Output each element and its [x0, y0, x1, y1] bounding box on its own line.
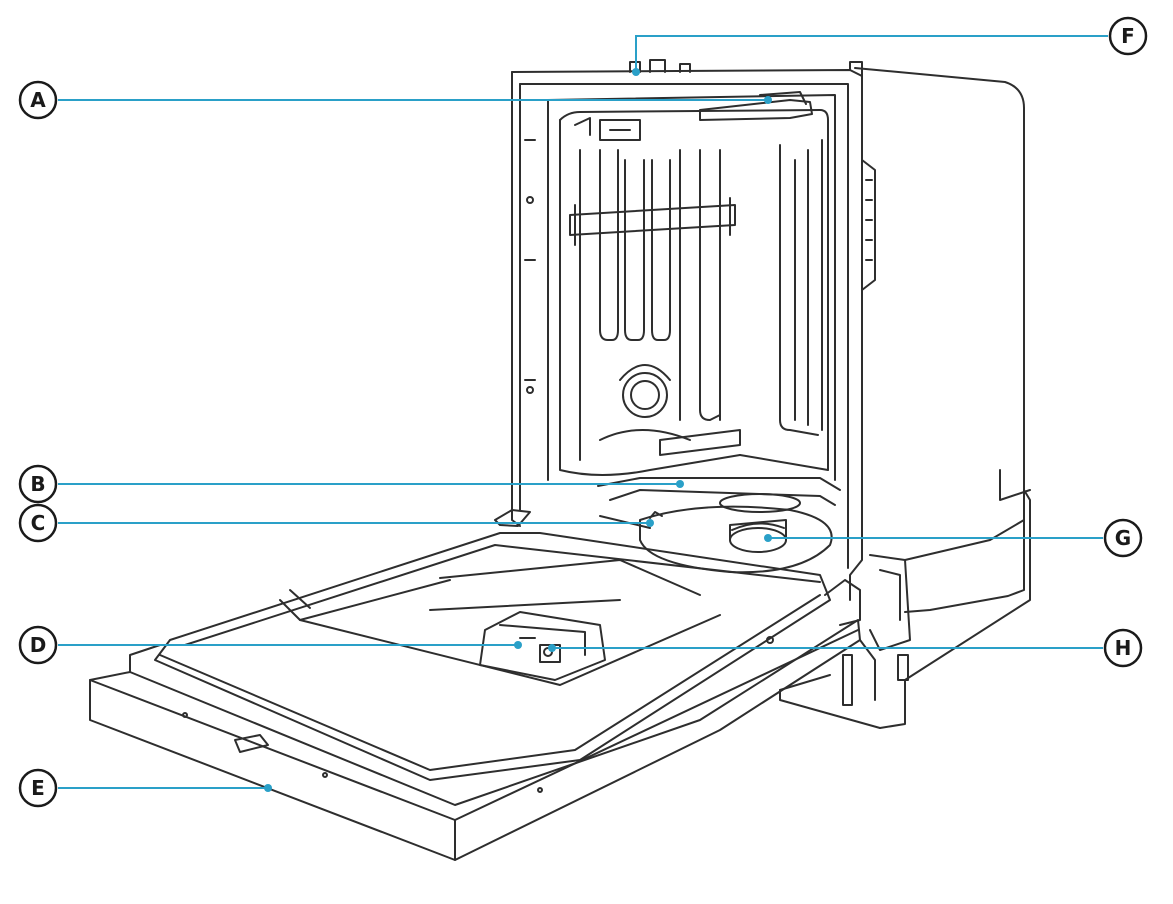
callout-a: A: [18, 80, 58, 120]
callout-d: D: [18, 625, 58, 665]
svg-text:D: D: [30, 633, 47, 657]
door-outer-panel: [89, 619, 861, 861]
cabinet-base-right: [879, 489, 1031, 729]
callout-g: G: [1103, 518, 1143, 558]
tub-floor: [597, 477, 841, 491]
tub-back-wall: [547, 94, 836, 481]
cabinet-side-panel: [854, 67, 1025, 613]
svg-text:G: G: [1115, 526, 1131, 550]
callout-c: C: [18, 503, 58, 543]
dishwasher-drawing: [89, 59, 1031, 861]
filter-cup: [729, 527, 787, 553]
svg-text:E: E: [31, 776, 45, 800]
callout-h: H: [1103, 628, 1143, 668]
svg-text:F: F: [1121, 24, 1135, 48]
svg-text:H: H: [1115, 636, 1132, 660]
detergent-dispenser: [479, 611, 606, 681]
svg-text:A: A: [30, 88, 46, 112]
door-liner: [154, 532, 831, 781]
upper-spray-arm: [699, 99, 813, 121]
callout-f: F: [1108, 16, 1148, 56]
callout-e: E: [18, 768, 58, 808]
callout-b: B: [18, 464, 58, 504]
tub-frame: [511, 69, 863, 601]
leader-lines: [58, 35, 1108, 789]
leader-dots: [264, 68, 772, 792]
svg-text:C: C: [31, 511, 46, 535]
upper-rack-rail: [569, 204, 736, 236]
leader-line-f: [635, 35, 1108, 72]
svg-text:B: B: [30, 472, 45, 496]
vent-grille: [622, 372, 668, 418]
